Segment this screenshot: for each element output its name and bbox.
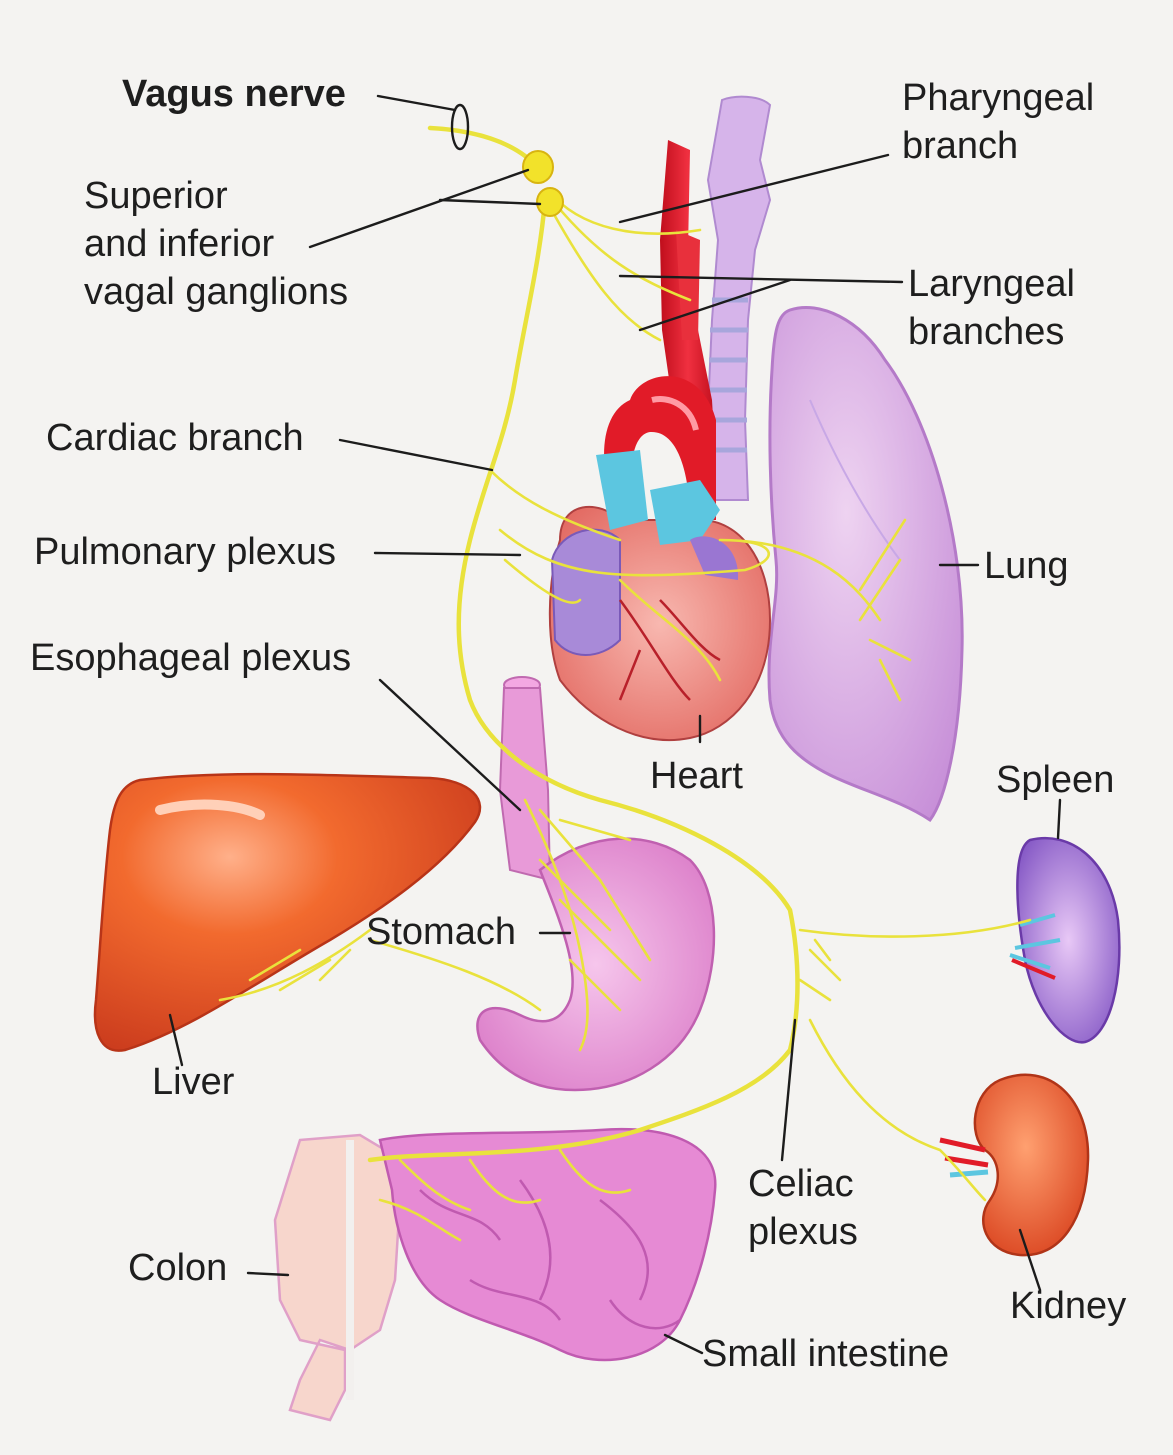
label-laryngeal-branches: Laryngeal branches bbox=[908, 263, 1075, 353]
vagus-nerve bbox=[218, 125, 1032, 1242]
leader-lines bbox=[168, 94, 1062, 1355]
label-cardiac-branch: Cardiac branch bbox=[46, 417, 304, 459]
label-vagus-nerve: Vagus nerve bbox=[122, 73, 346, 115]
label-heart: Heart bbox=[650, 755, 743, 797]
stomach bbox=[476, 837, 716, 1092]
label-lung: Lung bbox=[984, 545, 1069, 587]
trachea bbox=[706, 95, 772, 501]
label-stomach: Stomach bbox=[366, 911, 516, 953]
label-small-intestine: Small intestine bbox=[702, 1333, 950, 1375]
esophagus bbox=[498, 676, 552, 882]
label-vagal-ganglions: Superior and inferior vagal ganglions bbox=[84, 175, 349, 313]
spleen bbox=[1009, 836, 1121, 1044]
liver bbox=[93, 772, 482, 1052]
label-esophageal-plexus: Esophageal plexus bbox=[30, 637, 352, 679]
label-kidney: Kidney bbox=[1010, 1285, 1127, 1327]
kidney bbox=[939, 1073, 1090, 1257]
label-pulmonary-plexus: Pulmonary plexus bbox=[34, 531, 337, 573]
small-intestine bbox=[378, 1127, 717, 1362]
label-celiac-plexus: Celiac plexus bbox=[748, 1163, 858, 1253]
label-colon: Colon bbox=[128, 1247, 228, 1289]
heart bbox=[548, 450, 772, 742]
colon bbox=[273, 1133, 402, 1422]
label-spleen: Spleen bbox=[996, 759, 1115, 801]
label-liver: Liver bbox=[152, 1061, 235, 1103]
label-pharyngeal-branch: Pharyngeal branch bbox=[902, 77, 1095, 167]
lung bbox=[767, 305, 964, 823]
